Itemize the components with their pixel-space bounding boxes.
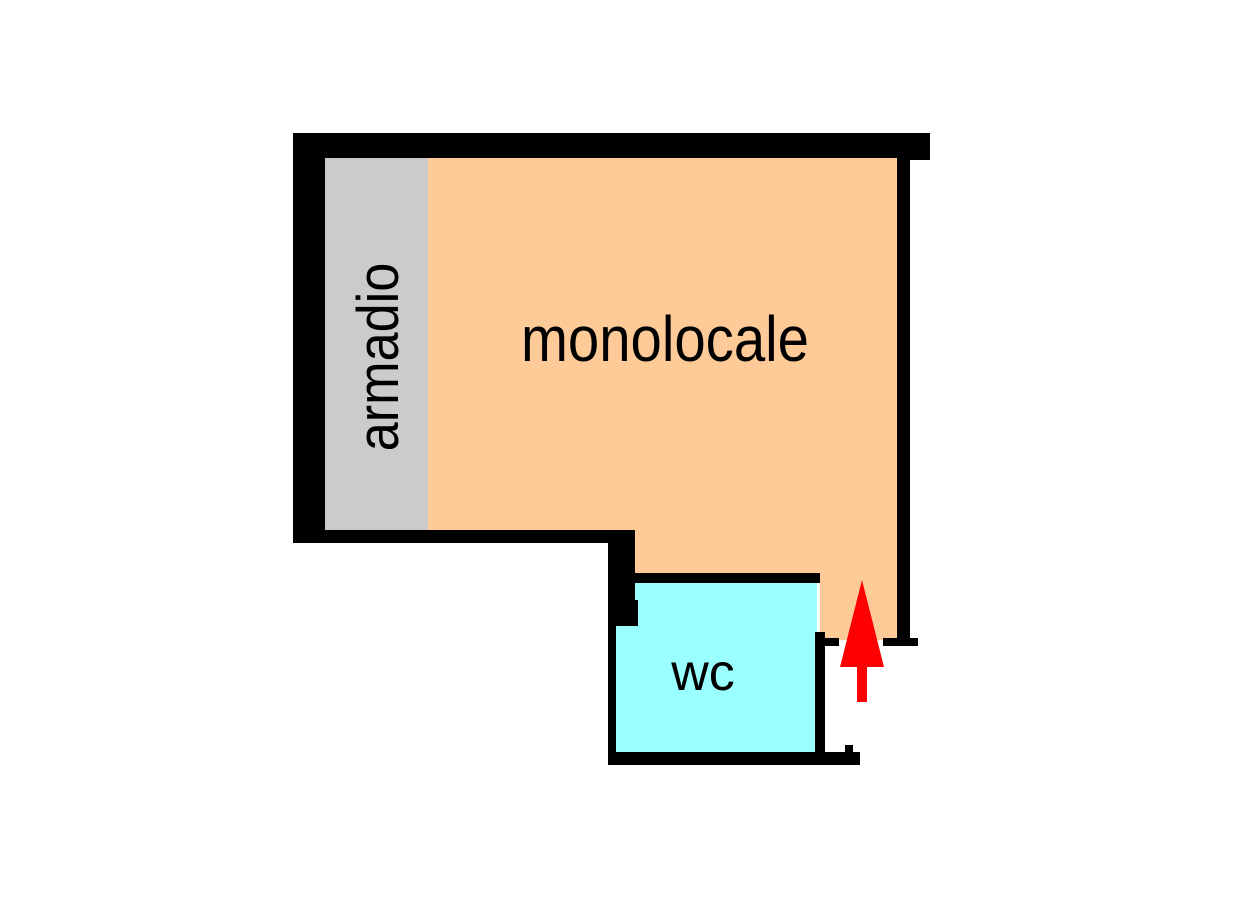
room-armadio-fill [325, 158, 429, 531]
room-label-wc: wc [670, 644, 735, 702]
room-monolocale-fill [428, 158, 898, 640]
room-wc-fill [613, 580, 817, 754]
room-label-armadio: armadio [345, 263, 410, 452]
room-label-monolocale: monolocale [521, 303, 809, 375]
walls [293, 133, 930, 765]
entrance-arrow-icon [840, 580, 884, 702]
